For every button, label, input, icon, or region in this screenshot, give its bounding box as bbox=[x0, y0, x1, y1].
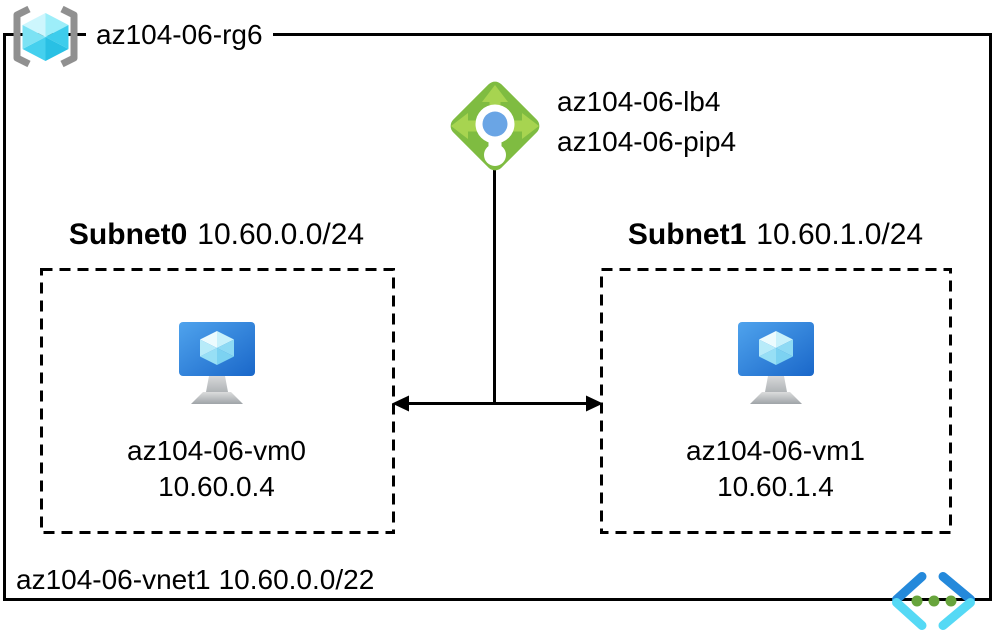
virtual-network-icon bbox=[892, 572, 975, 630]
subnet0-box bbox=[40, 268, 395, 534]
vm1-name: az104-06-vm1 bbox=[686, 435, 865, 466]
load-balancer-icon bbox=[450, 81, 540, 171]
resource-group-icon bbox=[13, 5, 78, 68]
lb-center-dot bbox=[482, 111, 508, 137]
subnet0-label: Subnet0 10.60.0.0/24 bbox=[40, 218, 393, 252]
subnet0-name: Subnet0 bbox=[68, 218, 188, 251]
resource-group-label: az104-06-rg6 bbox=[86, 15, 273, 55]
resource-group-name: az104-06-rg6 bbox=[96, 19, 263, 50]
virtual-machine-icon bbox=[738, 322, 814, 404]
vm0-name: az104-06-vm0 bbox=[127, 435, 306, 466]
pip-name: az104-06-pip4 bbox=[557, 126, 737, 157]
vnet-name: az104-06-vnet1 bbox=[16, 564, 211, 595]
vm1-ip: 10.60.1.4 bbox=[717, 471, 834, 502]
vm0-label: az104-06-vm0 10.60.0.4 bbox=[40, 433, 393, 505]
subnet1-label: Subnet1 10.60.1.0/24 bbox=[601, 218, 950, 252]
resource-group-border bbox=[3, 33, 992, 601]
vm1-label: az104-06-vm1 10.60.1.4 bbox=[601, 433, 950, 505]
load-balancer-label: az104-06-lb4 az104-06-pip4 bbox=[557, 82, 736, 162]
arrowhead-left bbox=[392, 395, 409, 412]
subnet0-cidr: 10.60.0.0/24 bbox=[197, 218, 365, 251]
lb-to-subnets-connector bbox=[392, 170, 603, 412]
subnet1-cidr: 10.60.1.0/24 bbox=[756, 218, 924, 251]
virtual-machine-icon bbox=[179, 322, 255, 404]
vm0-ip: 10.60.0.4 bbox=[158, 471, 275, 502]
vnet-cidr: 10.60.0.0/22 bbox=[218, 564, 375, 595]
lb-name: az104-06-lb4 bbox=[557, 86, 721, 117]
arrowhead-right bbox=[586, 395, 603, 412]
subnet1-name: Subnet1 bbox=[627, 218, 747, 251]
